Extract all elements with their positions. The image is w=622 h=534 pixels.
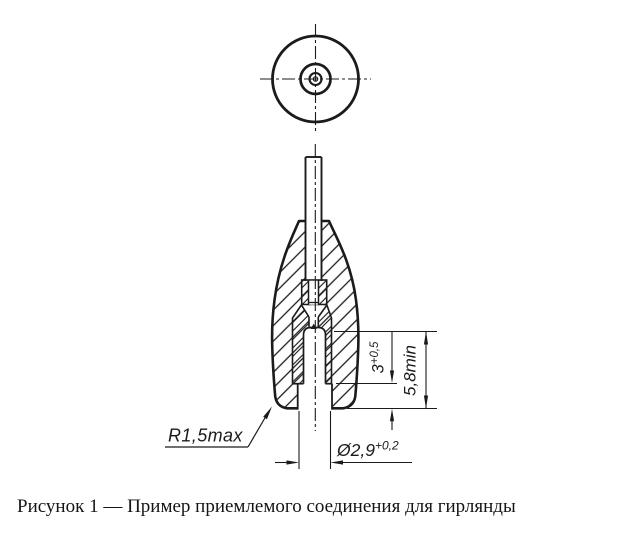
dimension-min-depth: 5,8min [401, 331, 429, 409]
figure-caption: Рисунок 1 — Пример приемлемого соединени… [17, 496, 516, 517]
insert-left-edge [291, 304, 303, 384]
dimension-annotations: 3+0,5 5,8min Ø2,9+0,2 R1,5max [165, 330, 437, 469]
arrowhead-radius [263, 406, 272, 420]
entry-depth-label: 3+0,5 [369, 341, 388, 373]
dimension-hole-diameter: Ø2,9+0,2 [275, 411, 412, 469]
funnel-right-slant [317, 304, 328, 318]
wire-tube-bore [305, 157, 322, 282]
arrowhead-3-up [389, 408, 395, 422]
wire-end-channel [308, 280, 319, 305]
arrowhead-3-down [389, 370, 395, 383]
arrowhead-dia-right-point [286, 460, 299, 465]
corner-radius-label: R1,5max [168, 426, 243, 446]
dimension-entry-depth: 3+0,5 [369, 331, 395, 430]
funnel-left-slant [301, 304, 310, 318]
lamp-cavity-slot [302, 326, 327, 384]
top-view [260, 24, 371, 134]
hole-diameter-label: Ø2,9+0,2 [336, 439, 399, 461]
insert-right-edge [325, 304, 333, 384]
arrowhead-58-down [423, 395, 429, 409]
funnel-channel [301, 305, 327, 329]
dimension-corner-radius: R1,5max [165, 406, 272, 448]
min-depth-label: 5,8min [401, 345, 420, 396]
arrowhead-dia-left-point [330, 460, 343, 465]
arrowhead-58-up [423, 331, 429, 345]
section-view [270, 144, 360, 431]
